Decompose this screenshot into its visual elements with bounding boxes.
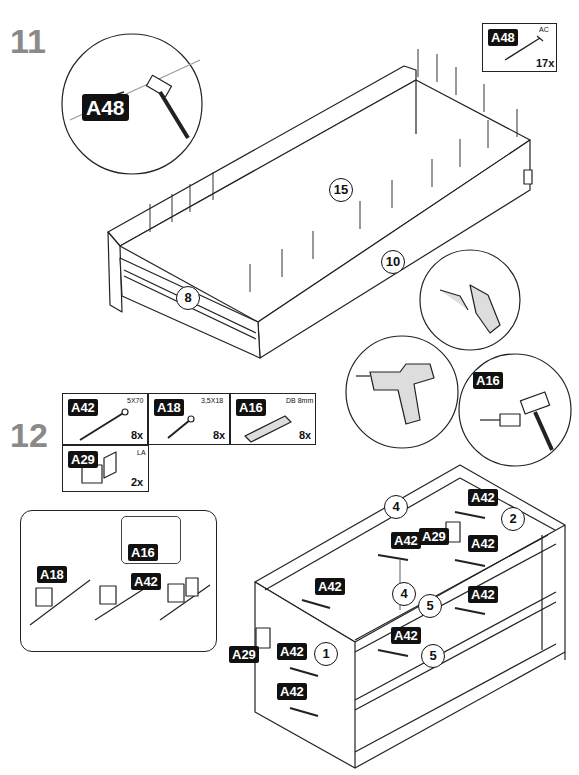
inset-drawing <box>30 532 210 625</box>
part-tag: A42 <box>468 535 498 552</box>
callout-text: 4 <box>385 496 407 517</box>
nail <box>460 139 461 167</box>
callout-number: 8 <box>176 286 200 310</box>
part-label: A18 <box>154 399 184 416</box>
parts-box: A29 LA 2x <box>62 445 149 492</box>
nail <box>213 172 214 200</box>
part-tag: A42 <box>315 578 345 595</box>
callout-text: 8 <box>177 287 199 308</box>
step-number: 11 <box>10 24 46 58</box>
parts-icons <box>80 409 291 483</box>
callout-text: 5 <box>422 645 444 666</box>
part-label: A16 <box>236 399 266 416</box>
detail-box: A18 A42 A16 <box>20 510 217 652</box>
part-tag: A42 <box>277 643 307 660</box>
callout-text: 10 <box>382 251 404 272</box>
nail <box>190 184 191 212</box>
part-label: 2x <box>131 477 143 488</box>
part-label: A48 <box>488 29 518 46</box>
carcass <box>255 465 565 768</box>
part-label: 8x <box>131 430 143 441</box>
part-label: 17x <box>536 58 554 69</box>
part-label: DB 8mm <box>286 397 313 404</box>
callout-text: 2 <box>502 508 524 529</box>
nail <box>172 194 173 222</box>
nail <box>488 120 489 148</box>
callout-text: 15 <box>330 179 352 200</box>
part-label: A29 <box>68 451 98 468</box>
nail <box>313 231 314 259</box>
nail <box>432 159 433 187</box>
callout-number: 5 <box>418 594 442 618</box>
parts-box: A18 3,5X18 8x <box>148 393 230 445</box>
callout-number: 4 <box>392 582 416 606</box>
parts-box: A48 AC 17x <box>482 23 557 72</box>
callout-text: 1 <box>315 643 337 664</box>
nail <box>392 180 393 208</box>
part-tag: A42 <box>277 683 307 700</box>
callout-number: 15 <box>329 178 353 202</box>
part-tag: A42 <box>468 586 498 603</box>
callout-text: 4 <box>393 583 415 604</box>
part-label: 3,5X18 <box>201 397 223 404</box>
part-label: A42 <box>131 573 161 590</box>
callout-number: 1 <box>314 642 338 666</box>
nail <box>484 84 485 112</box>
part-label: 8x <box>213 430 225 441</box>
nail <box>517 109 518 137</box>
callout-number: 4 <box>384 495 408 519</box>
parts-box: A42 5X70 8x <box>62 393 148 445</box>
part-label: 8x <box>299 430 311 441</box>
nail <box>150 204 151 232</box>
nail <box>360 201 361 229</box>
part-tag: A42 <box>391 627 421 644</box>
nail <box>437 54 438 82</box>
parts-box: A16 DB 8mm 8x <box>230 393 316 445</box>
part-label: 5X70 <box>127 397 143 404</box>
part-tag: A29 <box>419 528 449 545</box>
nail <box>418 49 419 77</box>
nail <box>250 264 251 292</box>
part-tag: A48 <box>82 94 129 121</box>
part-tag: A42 <box>391 532 421 549</box>
part-label: LA <box>137 449 146 456</box>
part-label: A18 <box>37 566 67 583</box>
part-label: AC <box>539 26 549 33</box>
part-tag: A42 <box>468 489 498 506</box>
callout-number: 5 <box>421 644 445 668</box>
nail <box>456 67 457 95</box>
callout-number: 2 <box>501 507 525 531</box>
callout-text: 5 <box>419 595 441 616</box>
step-number: 12 <box>10 418 48 452</box>
part-tag: A29 <box>229 646 259 663</box>
callout-number: 10 <box>381 250 405 274</box>
part-label: A16 <box>128 544 158 561</box>
part-label: A42 <box>68 399 98 416</box>
detail-box: A16 <box>121 516 181 564</box>
nail <box>282 249 283 277</box>
part-tag: A16 <box>473 372 503 389</box>
